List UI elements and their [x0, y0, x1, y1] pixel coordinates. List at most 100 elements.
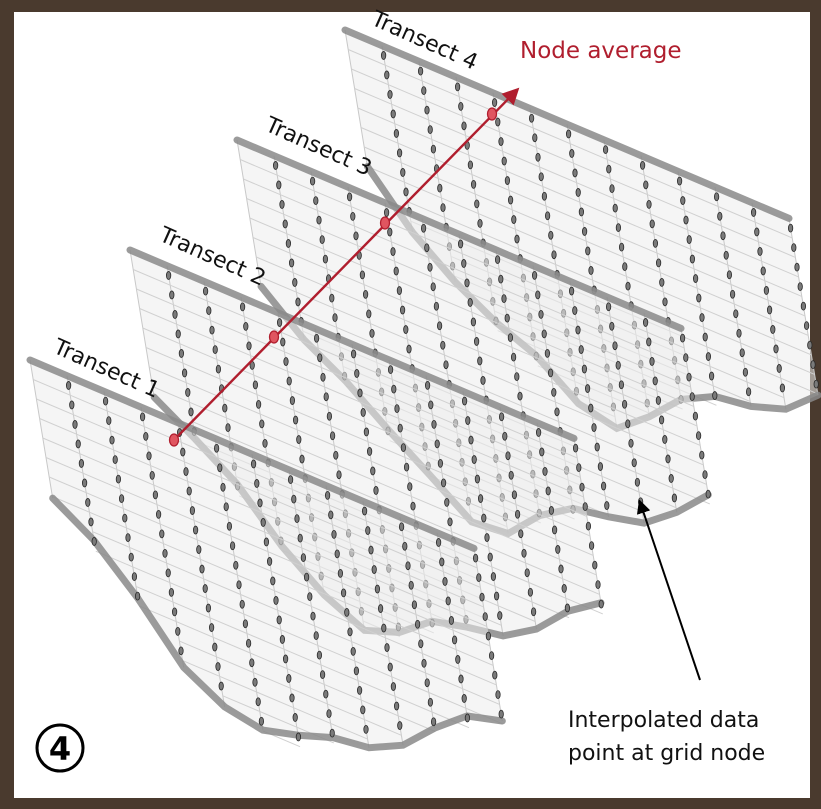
grid-node [168, 587, 174, 597]
grid-node [504, 313, 510, 323]
grid-node [85, 498, 91, 507]
grid-node [336, 470, 342, 480]
grid-node [329, 293, 335, 303]
grid-node [712, 391, 718, 400]
grid-node [300, 553, 306, 563]
grid-node [196, 545, 202, 554]
grid-node [202, 584, 208, 593]
grid-node [206, 306, 212, 316]
grid-node [448, 616, 454, 625]
grid-node [430, 717, 437, 727]
grid-node [254, 479, 260, 488]
grid-node [218, 681, 224, 691]
grid-node [424, 380, 431, 390]
grid-node [510, 352, 517, 362]
grid-node [292, 415, 299, 425]
grid-node [642, 318, 649, 327]
grid-node [705, 489, 711, 499]
grid-node [442, 577, 448, 586]
grid-node [763, 286, 770, 295]
grid-node [631, 458, 637, 468]
grid-node [612, 203, 618, 213]
grid-node [390, 682, 396, 691]
grid-node [495, 117, 501, 127]
grid-node [458, 101, 464, 111]
grid-node [551, 250, 557, 260]
grid-node [359, 270, 365, 280]
grid-node [585, 246, 591, 256]
grid-node [454, 82, 461, 92]
grid-node [517, 391, 523, 401]
grid-node [69, 400, 75, 410]
grid-node [362, 289, 369, 299]
grid-node [464, 278, 470, 288]
grid-node [289, 396, 295, 405]
grid-node [807, 340, 813, 350]
grid-node [424, 243, 430, 253]
grid-node [381, 623, 387, 633]
surface-top-edge [233, 136, 685, 332]
grid-node [568, 286, 575, 296]
grid-node [283, 357, 289, 366]
grid-node [668, 474, 674, 483]
grid-node [387, 662, 393, 672]
grid-node [618, 380, 625, 390]
grid-node [316, 215, 322, 225]
grid-node [652, 376, 658, 386]
grid-node [350, 349, 357, 359]
grid-node [612, 341, 618, 351]
grid-node [189, 506, 195, 515]
grid-node [544, 211, 551, 221]
grid-node [387, 365, 394, 375]
grid-node [609, 321, 615, 331]
grid-node [239, 599, 245, 609]
grid-node [313, 631, 319, 641]
grid-node [406, 344, 412, 354]
grid-node [420, 223, 427, 233]
grid-line [33, 379, 478, 569]
grid-node [329, 728, 335, 738]
grid-node [313, 196, 319, 206]
grid-node [639, 160, 646, 170]
grid-node [683, 215, 689, 225]
grid-node [405, 561, 411, 571]
grid-node [497, 611, 503, 620]
grid-node [695, 431, 702, 441]
grid-node [733, 309, 739, 319]
grid-node [482, 612, 488, 622]
grid-line [92, 531, 500, 705]
grid-node [760, 266, 766, 276]
grid-node [209, 325, 215, 335]
grid-node [649, 219, 655, 229]
grid-node [440, 340, 446, 350]
grid-node [742, 367, 749, 377]
grid-node [175, 329, 181, 339]
grid-node [465, 416, 471, 425]
grid-node [246, 341, 252, 351]
grid-node [427, 262, 433, 272]
grid-node [471, 455, 477, 464]
grid-node [605, 302, 612, 312]
grid-line [344, 29, 368, 167]
grid-node [128, 552, 134, 562]
grid-line [36, 398, 481, 588]
grid-node [507, 333, 513, 343]
grid-node [390, 247, 396, 256]
grid-line [29, 359, 54, 499]
grid-node [662, 297, 668, 307]
grid-node [296, 435, 302, 444]
grid-line [49, 476, 494, 666]
grid-node [545, 486, 551, 496]
grid-node [295, 732, 301, 742]
grid-node [303, 572, 310, 582]
grid-node [178, 349, 184, 358]
grid-node [435, 538, 442, 547]
grid-node [178, 646, 184, 656]
grid-node [481, 513, 487, 523]
grid-node [455, 655, 461, 664]
grid-node [183, 467, 189, 476]
grid-node [508, 470, 514, 480]
grid-node [226, 521, 232, 531]
grid-node [323, 392, 329, 402]
grid-node [396, 148, 403, 158]
